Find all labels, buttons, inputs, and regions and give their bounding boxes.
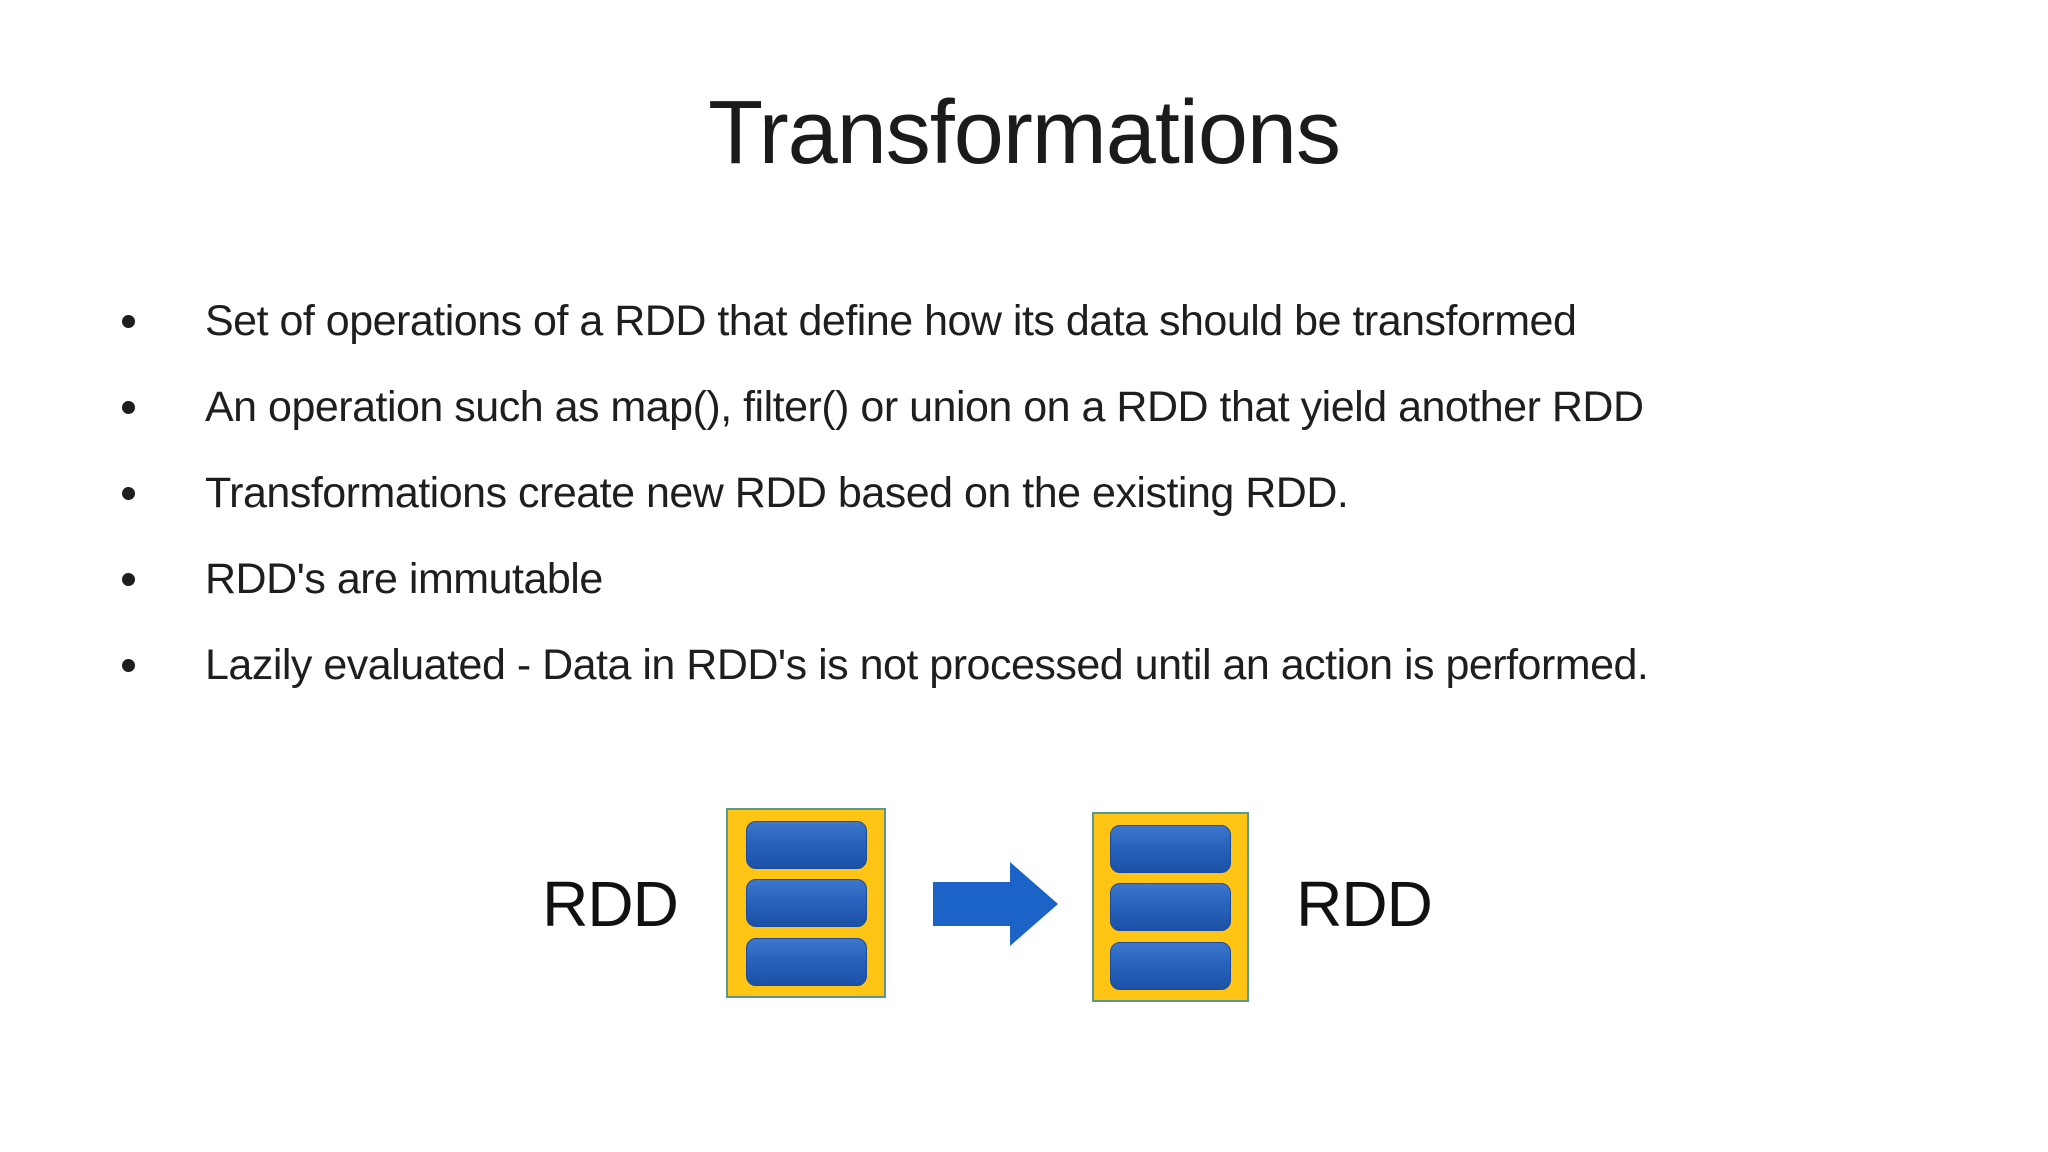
bullet-text: Lazily evaluated - Data in RDD's is not …	[205, 641, 1649, 689]
slide-title: Transformations	[708, 83, 1341, 183]
rdd-partition	[745, 820, 867, 869]
rdd-result-box	[1092, 812, 1249, 1002]
bullet-dot-icon	[122, 314, 135, 328]
bullet-dot-icon	[122, 658, 135, 672]
bullet-text: RDD's are immutable	[205, 555, 603, 603]
rdd-result-label: RDD	[1296, 868, 1433, 940]
bullet-item: Transformations create new RDD based on …	[122, 450, 1942, 536]
rdd-partition	[745, 879, 867, 927]
bullet-text: Transformations create new RDD based on …	[205, 469, 1349, 517]
bullet-dot-icon	[122, 486, 135, 500]
bullet-dot-icon	[122, 572, 135, 586]
rdd-partition	[1110, 824, 1231, 873]
rdd-source-box	[726, 808, 886, 998]
rdd-partition	[1110, 883, 1231, 931]
bullet-dot-icon	[122, 400, 135, 414]
bullet-item: Set of operations of a RDD that define h…	[122, 278, 1942, 364]
rdd-source-label: RDD	[542, 868, 679, 940]
bullet-item: RDD's are immutable	[122, 536, 1942, 622]
rdd-partition	[745, 937, 867, 986]
transform-arrow-icon	[933, 862, 1058, 946]
bullet-text: An operation such as map(), filter() or …	[205, 383, 1644, 431]
bullet-text: Set of operations of a RDD that define h…	[205, 297, 1577, 345]
bullet-item: Lazily evaluated - Data in RDD's is not …	[122, 622, 1942, 708]
bullet-item: An operation such as map(), filter() or …	[122, 364, 1942, 450]
bullet-list: Set of operations of a RDD that define h…	[122, 278, 1942, 708]
rdd-partition	[1110, 941, 1231, 990]
